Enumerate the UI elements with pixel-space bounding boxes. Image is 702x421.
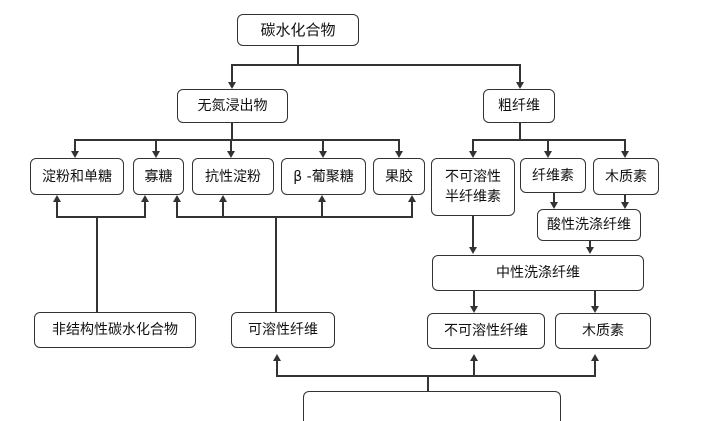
arrow-head: [621, 151, 629, 158]
neutral-detergent-fiber-node: 中性洗涤纤维: [432, 255, 644, 291]
arrow-head: [219, 195, 227, 202]
carbohydrate-label: 碳水化合物: [260, 21, 336, 39]
connector-line: [56, 202, 58, 217]
arrow-head: [591, 354, 599, 361]
connector-line: [222, 202, 224, 217]
connector-line: [624, 139, 626, 152]
connector-line: [56, 216, 146, 218]
lignin-bottom-label: 木质素: [582, 323, 624, 339]
connector-line: [594, 361, 596, 376]
connector-line: [74, 139, 76, 152]
resistant-starch-node: 抗性淀粉: [192, 158, 274, 195]
connector-line: [276, 375, 596, 377]
arrow-head: [591, 306, 599, 313]
connector-line: [398, 139, 400, 152]
connector-line: [553, 193, 555, 203]
pectin-node: 果胶: [373, 158, 425, 195]
arrow-head: [586, 247, 594, 254]
arrow-head: [470, 354, 478, 361]
connector-line: [321, 202, 323, 217]
connector-line: [275, 216, 277, 312]
connector-line: [96, 216, 98, 312]
nitrogen-free-extract-label: 无氮浸出物: [197, 98, 268, 114]
starch-monosaccharide-label: 淀粉和单糖: [42, 168, 112, 185]
arrow-head: [550, 202, 558, 209]
resistant-starch-label: 抗性淀粉: [205, 168, 261, 185]
connector-line: [230, 139, 232, 152]
connector-line: [144, 202, 146, 217]
arrow-head: [227, 151, 235, 158]
arrow-head: [544, 151, 552, 158]
connector-line: [276, 361, 278, 376]
connector-line: [427, 376, 429, 400]
beta-glucan-node: β -葡聚糖: [281, 158, 366, 195]
crude-fiber-node: 粗纤维: [483, 89, 555, 123]
arrow-head: [152, 151, 160, 158]
acid-detergent-fiber-label: 酸性洗涤纤维: [547, 217, 631, 233]
arrow-head: [408, 195, 416, 202]
connector-line: [472, 139, 474, 152]
lignin-bottom-node: 木质素: [555, 313, 651, 349]
arrow-head: [141, 195, 149, 202]
connector-line: [322, 139, 324, 152]
insoluble-fiber-node: 不可溶性纤维: [427, 313, 545, 349]
connector-line: [231, 123, 233, 140]
nitrogen-free-extract-node: 无氮浸出物: [177, 89, 288, 123]
connector-line: [519, 123, 521, 140]
soluble-fiber-node: 可溶性纤维: [231, 312, 335, 348]
non-structural-carbohydrate-label: 非结构性碳水化合物: [52, 322, 178, 338]
arrow-head: [395, 151, 403, 158]
neutral-detergent-fiber-label: 中性洗涤纤维: [496, 265, 580, 281]
arrow-head: [516, 82, 524, 89]
arrow-head: [469, 151, 477, 158]
arrow-head: [318, 195, 326, 202]
insoluble-hemicellulose-label-line2: 半纤维素: [445, 189, 501, 205]
insoluble-fiber-label: 不可溶性纤维: [444, 323, 528, 339]
soluble-fiber-label: 可溶性纤维: [248, 322, 318, 338]
connector-line: [472, 216, 474, 248]
connector-line: [473, 291, 475, 307]
cellulose-label: 纤维素: [532, 167, 574, 184]
pectin-label: 果胶: [385, 168, 413, 185]
connector-line: [155, 139, 157, 152]
lignin-top-label: 木质素: [605, 168, 647, 185]
arrow-head: [71, 151, 79, 158]
starch-monosaccharide-node: 淀粉和单糖: [30, 158, 124, 195]
connector-line: [231, 64, 233, 82]
insoluble-hemicellulose-label-line1: 不可溶性: [445, 169, 501, 185]
arrow-head: [53, 195, 61, 202]
bottom-partial-node: [303, 391, 561, 421]
beta-glucan-label: β -葡聚糖: [293, 168, 354, 185]
acid-detergent-fiber-node: 酸性洗涤纤维: [537, 209, 641, 241]
connector-line: [297, 45, 299, 65]
arrow-head: [621, 202, 629, 209]
connector-line: [594, 291, 596, 307]
connector-line: [519, 64, 521, 82]
connector-line: [74, 139, 400, 141]
non-structural-carbohydrate-node: 非结构性碳水化合物: [34, 312, 196, 348]
arrow-head: [228, 82, 236, 89]
connector-line: [176, 216, 413, 218]
connector-line: [624, 195, 626, 204]
arrow-head: [319, 151, 327, 158]
carbohydrate-classification-diagram: 碳水化合物 无氮浸出物 粗纤维 淀粉和单糖 寡糖 抗性淀粉 β -葡聚糖 果胶 …: [30, 14, 659, 421]
arrow-head: [273, 354, 281, 361]
connector-line: [589, 241, 591, 248]
arrow-head: [173, 195, 181, 202]
arrow-head: [469, 247, 477, 254]
connector-line: [473, 361, 475, 376]
connector-line: [176, 202, 178, 217]
connector-line: [472, 139, 626, 141]
crude-fiber-label: 粗纤维: [498, 98, 540, 114]
connector-line: [547, 139, 549, 152]
connector-line: [231, 64, 521, 66]
oligosaccharide-label: 寡糖: [144, 168, 173, 185]
connector-line: [411, 202, 413, 217]
arrow-head: [470, 306, 478, 313]
lignin-top-node: 木质素: [593, 158, 659, 195]
carbohydrate-node: 碳水化合物: [237, 14, 359, 46]
oligosaccharide-node: 寡糖: [133, 158, 184, 195]
cellulose-node: 纤维素: [520, 158, 586, 193]
insoluble-hemicellulose-node: 不可溶性 半纤维素: [431, 158, 515, 216]
